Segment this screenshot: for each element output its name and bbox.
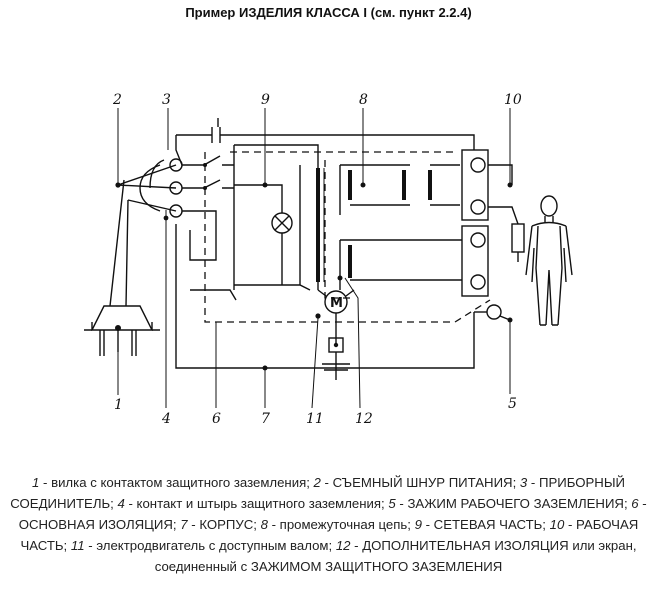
- callout-8: 8: [359, 92, 368, 108]
- legend-item: 5 - ЗАЖИМ РАБОЧЕГО ЗАЗЕМЛЕНИЯ;: [388, 496, 632, 511]
- power-cord-and-coupler: [115, 158, 183, 221]
- patient-figure: [525, 195, 573, 326]
- functional-earth-terminal: [474, 304, 513, 323]
- plug: [84, 179, 160, 356]
- mains-part: [234, 165, 325, 291]
- callout-7: 7: [261, 411, 270, 427]
- callout-4: 4: [161, 411, 171, 427]
- callout-2: 2: [112, 92, 122, 108]
- applied-part-connectors: [461, 149, 525, 297]
- callout-9: 9: [261, 92, 270, 108]
- circuit-diagram: 2 3 9 8 10 1 4 6 7 11 12 5: [84, 92, 573, 427]
- callout-5: 5: [508, 396, 517, 412]
- legend-item: 11 - электродвигатель с доступным валом;: [70, 538, 336, 553]
- enclosure: [175, 210, 475, 371]
- legend-item: 10 - РАБОЧАЯ ЧАСТЬ;: [20, 517, 639, 553]
- page-title: Пример ИЗДЕЛИЯ КЛАССА I (см. пункт 2.2.4…: [185, 5, 472, 20]
- legend-item: 9 - СЕТЕВАЯ ЧАСТЬ;: [414, 517, 550, 532]
- intermediate-circuit: [337, 164, 462, 290]
- leader-lines: [117, 108, 511, 409]
- callout-11: 11: [306, 411, 324, 427]
- callout-3: 3: [162, 92, 171, 108]
- callout-6: 6: [212, 411, 221, 427]
- mains-switch: [175, 118, 475, 290]
- legend-item: 1 - вилка с контактом защитного заземлен…: [32, 475, 314, 490]
- legend-item: 6 - ОСНОВНАЯ ИЗОЛЯЦИЯ;: [18, 496, 647, 532]
- callout-12: 12: [355, 411, 373, 427]
- legend-item: 3 - ПРИБОРНЫЙ СОЕДИНИТЕЛЬ;: [10, 475, 625, 511]
- basic-insulation: [204, 151, 491, 323]
- motor: M: [315, 289, 355, 380]
- legend: 1 - вилка с контактом защитного заземлен…: [8, 472, 649, 577]
- callout-1: 1: [114, 397, 123, 413]
- legend-item: 4 - контакт и штырь защитного заземления…: [117, 496, 389, 511]
- legend-item: 2 - СЪЕМНЫЙ ШНУР ПИТАНИЯ;: [313, 475, 520, 490]
- legend-item: 8 - промежуточная цепь;: [260, 517, 415, 532]
- callout-labels: 2 3 9 8 10 1 4 6 7 11 12 5: [112, 92, 522, 427]
- motor-label: M: [330, 296, 343, 311]
- callout-10: 10: [504, 92, 522, 108]
- legend-item: 12 - ДОПОЛНИТЕЛЬНАЯ ИЗОЛЯЦИЯ или экран, …: [154, 538, 637, 574]
- legend-item: 7 - КОРПУС;: [180, 517, 261, 532]
